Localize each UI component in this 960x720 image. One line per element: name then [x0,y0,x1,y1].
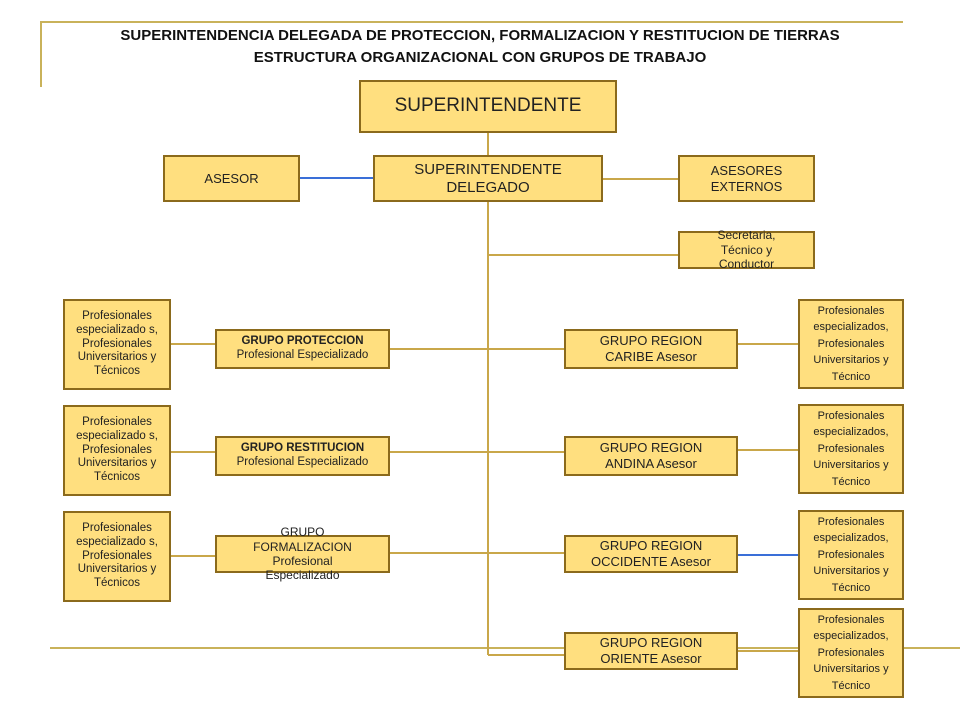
delegado-box: SUPERINTENDENTE DELEGADO [373,155,603,202]
asesores-externos-box: ASESORES EXTERNOS [678,155,815,202]
grupo-proteccion-box: GRUPO PROTECCION Profesional Especializa… [215,329,390,369]
chart-title-line2: ESTRUCTURA ORGANIZACIONAL CON GRUPOS DE … [253,49,707,66]
grupo-andina-label: GRUPO REGION ANDINA Asesor [599,440,703,471]
left-staff-box-1: Profesionales especializado s, Profesion… [63,299,171,390]
asesores-externos-label: ASESORES EXTERNOS [710,162,783,194]
grupo-formalizacion-name: GRUPO FORMALIZACION [253,525,352,554]
grupo-restitucion-role: Profesional Especializado [236,456,369,468]
left-staff-label-1: Profesionales especializado s, Profesion… [76,310,158,378]
grupo-occidente-label: GRUPO REGION OCCIDENTE Asesor [591,538,711,569]
right-staff-box-1: Profesionales especializados, Profesiona… [798,299,904,389]
frame-top-line [40,21,903,23]
left-staff-label-3: Profesionales especializado s, Profesion… [76,522,158,590]
right-staff-box-3: Profesionales especializados, Profesiona… [798,510,904,600]
right-staff-label-1: Profesionales especializados, Profesiona… [813,304,889,383]
right-staff-label-4: Profesionales especializados, Profesiona… [813,613,889,692]
superintendente-label: SUPERINTENDENTE [394,95,582,117]
grupo-restitucion-name: GRUPO RESTITUCION [240,442,365,455]
grupo-proteccion-role: Profesional Especializado [236,349,369,361]
left-staff-label-2: Profesionales especializado s, Profesion… [76,416,158,484]
asesor-label: ASESOR [204,170,259,186]
right-staff-box-2: Profesionales especializados, Profesiona… [798,404,904,494]
superintendente-box: SUPERINTENDENTE [359,80,617,133]
grupo-proteccion-name: GRUPO PROTECCION [241,335,364,348]
left-staff-box-3: Profesionales especializado s, Profesion… [63,511,171,602]
frame-bottom-line [50,647,960,649]
frame-left-line [40,21,42,87]
grupo-oriente-label: GRUPO REGION ORIENTE Asesor [599,635,703,666]
chart-title-line1: SUPERINTENDENCIA DELEGADA DE PROTECCION,… [120,27,840,44]
right-staff-label-2: Profesionales especializados, Profesiona… [813,409,889,488]
grupo-oriente-box: GRUPO REGION ORIENTE Asesor [564,632,738,670]
left-staff-box-2: Profesionales especializado s, Profesion… [63,405,171,496]
grupo-andina-box: GRUPO REGION ANDINA Asesor [564,436,738,476]
asesor-box: ASESOR [163,155,300,202]
grupo-restitucion-box: GRUPO RESTITUCION Profesional Especializ… [215,436,390,476]
right-staff-box-4: Profesionales especializados, Profesiona… [798,608,904,698]
grupo-formalizacion-box: GRUPO FORMALIZACION Profesional Especial… [215,525,390,582]
grupo-occidente-box: GRUPO REGION OCCIDENTE Asesor [564,535,738,573]
grupo-caribe-box: GRUPO REGION CARIBE Asesor [564,329,738,369]
secretaria-label: Secretaria, Técnico y Conductor [717,228,776,272]
right-staff-label-3: Profesionales especializados, Profesiona… [813,515,889,594]
secretaria-box: Secretaria, Técnico y Conductor [678,228,815,272]
grupo-formalizacion-role: Profesional Especializado [265,554,340,583]
grupo-caribe-label: GRUPO REGION CARIBE Asesor [599,333,703,364]
delegado-label: SUPERINTENDENTE DELEGADO [414,160,562,196]
